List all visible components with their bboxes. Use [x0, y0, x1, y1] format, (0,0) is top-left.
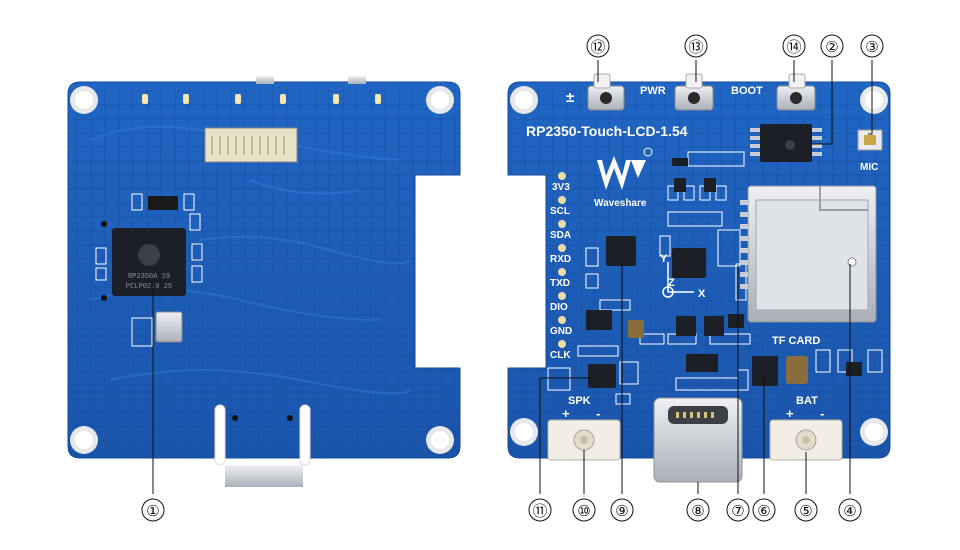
svg-text:③: ③	[865, 38, 878, 56]
svg-text:⑧: ⑧	[691, 502, 704, 520]
callout-1: ①	[141, 498, 165, 522]
axis-label-z: Z	[668, 277, 675, 289]
codec-chip	[672, 248, 706, 278]
spk-minus: -	[596, 406, 600, 421]
svg-text:⑥: ⑥	[757, 502, 770, 520]
svg-text:⑫: ⑫	[590, 38, 605, 56]
mounting-hole-icon	[70, 86, 454, 454]
fpc-connector	[204, 127, 298, 163]
svg-text:②: ②	[825, 38, 838, 56]
callout-8: ⑧	[686, 498, 710, 522]
svg-text:PCLP02.0 25: PCLP02.0 25	[126, 283, 172, 291]
button-label-pwr: PWR	[640, 85, 666, 97]
svg-text:⑨: ⑨	[615, 502, 628, 520]
bat-minus: -	[820, 406, 824, 421]
button-pwr	[674, 73, 714, 111]
pin-label-scl: SCL	[550, 206, 570, 217]
callout-14: ⑭	[782, 34, 806, 58]
callout-7: ⑦	[726, 498, 750, 522]
back-board: RP2350A 19 PCLP02.0 25	[67, 76, 461, 487]
board-title: RP2350-Touch-LCD-1.54	[526, 123, 688, 139]
pin-label-3v3: 3V3	[552, 182, 570, 193]
callout-2: ②	[820, 34, 844, 58]
svg-text:⑦: ⑦	[731, 502, 744, 520]
bat-label: BAT	[796, 395, 818, 407]
spk-label: SPK	[568, 395, 591, 407]
pin-label-rxd: RXD	[550, 254, 571, 265]
callout-5: ⑤	[794, 498, 818, 522]
callout-9: ⑨	[610, 498, 634, 522]
svg-text:⑤: ⑤	[799, 502, 812, 520]
callout-6: ⑥	[752, 498, 776, 522]
pin-label-sda: SDA	[550, 230, 571, 241]
brand-label: Waveshare	[594, 198, 647, 209]
rp2350-chip: RP2350A 19 PCLP02.0 25	[112, 228, 186, 296]
microphone	[857, 129, 883, 151]
pin-label-clk: CLK	[550, 350, 571, 361]
svg-text:⑩: ⑩	[577, 502, 590, 520]
amp-chip	[588, 364, 616, 388]
waveshare-logo-icon	[597, 147, 653, 190]
callout-11: ⑪	[528, 498, 552, 522]
usb-c-connector	[653, 397, 743, 483]
pin-label-dio: DIO	[550, 302, 568, 313]
svg-text:RP2350A 19: RP2350A 19	[128, 273, 170, 281]
svg-text:⑪: ⑪	[532, 502, 547, 520]
flash-chip	[750, 124, 822, 162]
svg-text:⑬: ⑬	[688, 38, 703, 56]
mounting-hole-icon	[510, 86, 888, 446]
svg-text:⑭: ⑭	[786, 38, 801, 56]
button-label-plusminus: ±	[566, 89, 574, 106]
axis-label-x: X	[698, 288, 706, 300]
axis-indicator-icon	[662, 262, 694, 298]
mic-label: MIC	[860, 162, 878, 173]
pin-label-txd: TXD	[550, 278, 570, 289]
imu-chip	[606, 236, 636, 266]
pin-header	[558, 172, 566, 348]
button-plus-minus	[587, 73, 625, 111]
passive-components	[547, 151, 883, 405]
svg-text:④: ④	[843, 502, 856, 520]
button-boot	[776, 73, 816, 111]
callout-markers: ① ② ③ ④ ⑤ ⑥ ⑦ ⑧ ⑨ ⑩ ⑪ ⑫ ⑬ ⑭	[141, 34, 884, 522]
charger-chip	[752, 356, 778, 386]
callout-3: ③	[860, 34, 884, 58]
bat-plus: +	[786, 406, 794, 421]
callout-leaders	[152, 60, 873, 494]
callout-4: ④	[838, 498, 862, 522]
axis-label-y: Y	[660, 253, 668, 265]
callout-10: ⑩	[572, 498, 596, 522]
button-label-boot: BOOT	[731, 85, 763, 97]
front-board: ± PWR BOOT RP2350-Touch-LCD-1.54 MIC	[507, 73, 891, 483]
svg-text:①: ①	[146, 502, 159, 520]
callout-12: ⑫	[586, 34, 610, 58]
pin-label-gnd: GND	[550, 326, 572, 337]
tf-card-label: TF CARD	[772, 335, 820, 347]
callout-13: ⑬	[684, 34, 708, 58]
spk-plus: +	[562, 406, 570, 421]
tf-card-slot	[740, 185, 877, 323]
